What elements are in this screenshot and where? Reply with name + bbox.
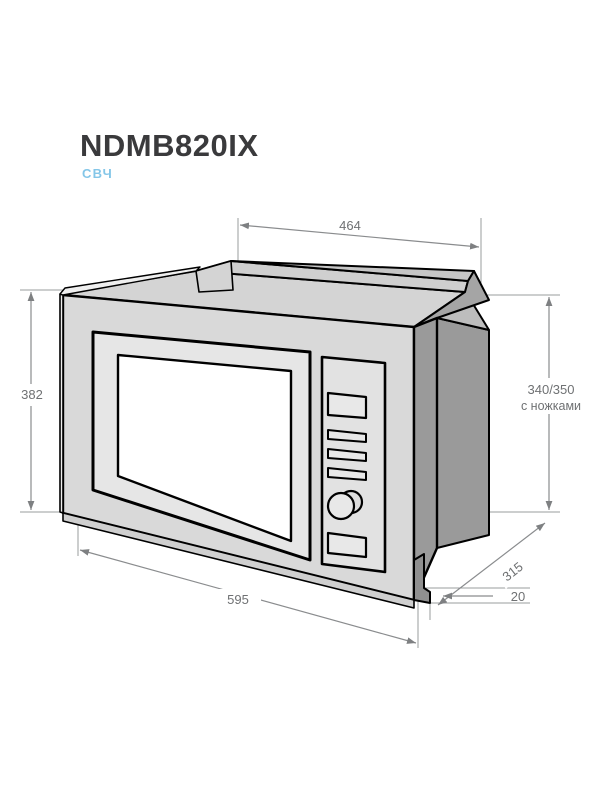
- dimension-464-label: 464: [339, 218, 361, 233]
- dimension-382-label-bg: [10, 384, 54, 406]
- page-title: NDMB820IX: [80, 128, 259, 163]
- dimension-315-line: [437, 522, 546, 606]
- dimension-595: 595: [79, 549, 417, 644]
- dimension-340-350: 340/350 с ножками: [512, 297, 590, 510]
- dimension-595-label-bg: [215, 589, 261, 609]
- dimension-340-350-label-bg: [512, 378, 590, 414]
- dimension-315-label-bg: [493, 553, 532, 589]
- dimension-20: 20: [443, 589, 525, 604]
- dimension-340-350-label: 340/350: [528, 382, 575, 397]
- door-window-glass: [116, 353, 293, 543]
- dimension-20-label: 20: [511, 589, 525, 604]
- button-bar-1[interactable]: [327, 429, 367, 443]
- dimension-382-label: 382: [21, 387, 43, 402]
- door-open-button[interactable]: [326, 531, 368, 559]
- button-bar-3[interactable]: [327, 467, 367, 481]
- button-bar-2[interactable]: [327, 448, 367, 462]
- product-category-label: СВЧ: [82, 166, 114, 181]
- cabinet-ridge-left-slope: [195, 260, 234, 293]
- rotary-knob[interactable]: [326, 491, 356, 521]
- rear-body-side: [436, 317, 490, 549]
- dimension-464-line: [239, 222, 480, 250]
- dimension-382: 382: [10, 292, 54, 510]
- control-display[interactable]: [326, 391, 368, 420]
- dimension-340-350-sublabel: с ножками: [521, 399, 581, 413]
- dimension-464: 464: [239, 218, 480, 250]
- microwave-body: [59, 260, 490, 609]
- title-block: NDMB820IX СВЧ: [80, 130, 259, 180]
- front-door-top-edge: [59, 266, 201, 296]
- front-door-left-edge: [59, 293, 64, 514]
- cabinet-right-side-panel: [412, 316, 439, 602]
- dimension-595-label: 595: [227, 592, 249, 607]
